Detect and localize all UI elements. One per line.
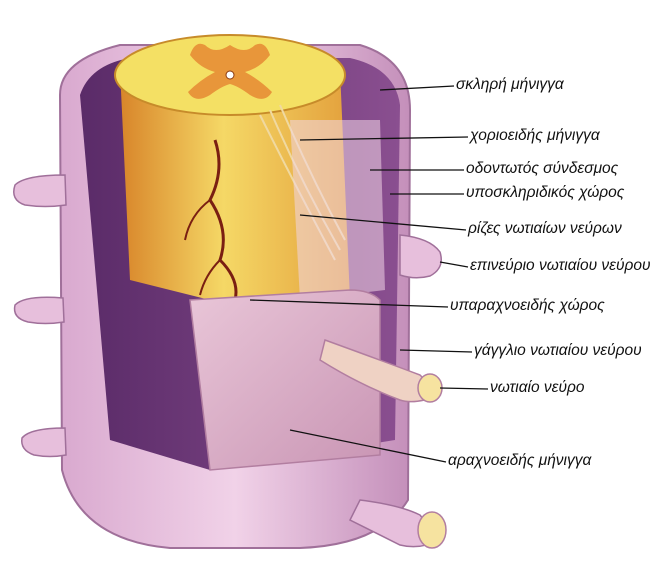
label-dura-mater: σκληρή μήνιγγα: [456, 76, 564, 94]
label-spinal-nerve: νωτιαίο νεύρο: [490, 379, 585, 397]
label-subdural-space: υποσκληριδικός χώρος: [466, 184, 624, 202]
label-arachnoid-mater: αραχνοειδής μήνιγγα: [448, 452, 591, 470]
label-spinal-ganglion: γάγγλιο νωτιαίου νεύρου: [474, 342, 642, 360]
label-pia-mater: χοριοειδής μήνιγγα: [470, 127, 600, 145]
label-subarachnoid-space: υπαραχνοειδής χώρος: [450, 297, 605, 315]
label-denticulate-ligament: οδοντωτός σύνδεσμος: [466, 160, 618, 178]
label-epineurium: επινεύριο νωτιαίου νεύρου: [470, 257, 651, 275]
leader-line-spinal-ganglion: [400, 350, 472, 352]
pia-mater-sheet: [290, 120, 385, 300]
lower-nerve-trunk: [350, 500, 446, 548]
leader-line-spinal-nerve: [440, 388, 488, 389]
leader-line-epineurium: [440, 262, 468, 267]
label-nerve-roots: ρίζες νωτιαίων νεύρων: [468, 220, 622, 238]
